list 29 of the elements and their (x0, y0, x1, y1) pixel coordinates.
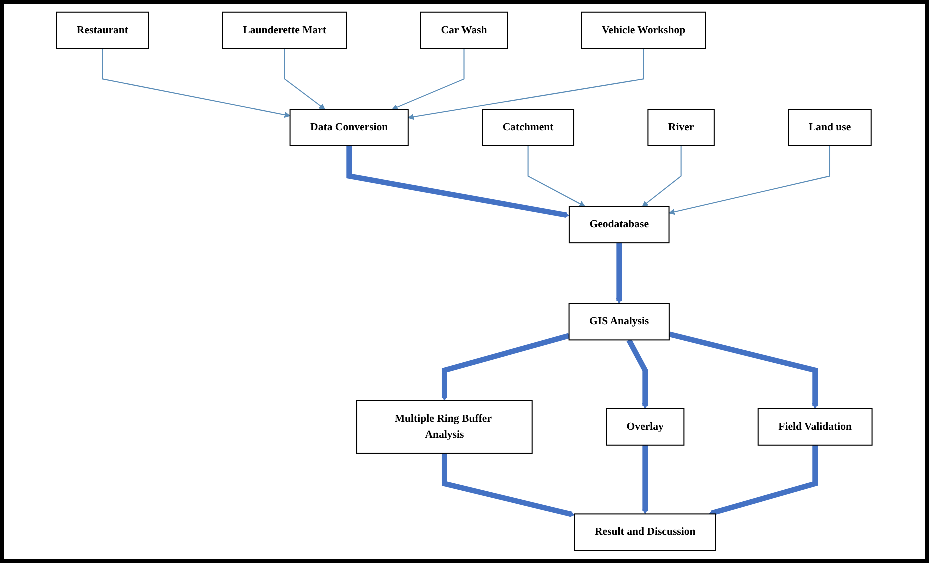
arrow (346, 146, 570, 218)
arrow (708, 445, 818, 516)
node-box: Catchment (482, 109, 575, 146)
node-box: River (648, 109, 715, 146)
arrow (616, 243, 622, 304)
node-box: Field Validation (758, 408, 873, 446)
arrow (669, 146, 830, 216)
arrow (284, 48, 326, 110)
arrow (392, 48, 465, 110)
arrow (528, 146, 586, 207)
arrow (442, 453, 576, 518)
arrow (626, 338, 648, 410)
node-box: Vehicle Workshop (581, 12, 706, 50)
node-box: Launderette Mart (222, 12, 348, 50)
node-box: Multiple Ring Buffer Analysis (356, 400, 533, 454)
arrow (102, 48, 291, 118)
arrow (408, 48, 644, 120)
node-box: Restaurant (56, 12, 150, 50)
node-box: GIS Analysis (568, 303, 670, 341)
arrow (442, 333, 570, 402)
node-box: Data Conversion (290, 109, 409, 146)
arrow (642, 146, 682, 207)
node-box: Overlay (606, 408, 685, 446)
arrow (668, 332, 818, 410)
node-box: Geodatabase (568, 206, 670, 244)
arrow (642, 445, 648, 514)
node-box: Land use (788, 109, 872, 146)
node-box: Car Wash (420, 12, 508, 50)
node-box: Result and Discussion (574, 514, 716, 552)
